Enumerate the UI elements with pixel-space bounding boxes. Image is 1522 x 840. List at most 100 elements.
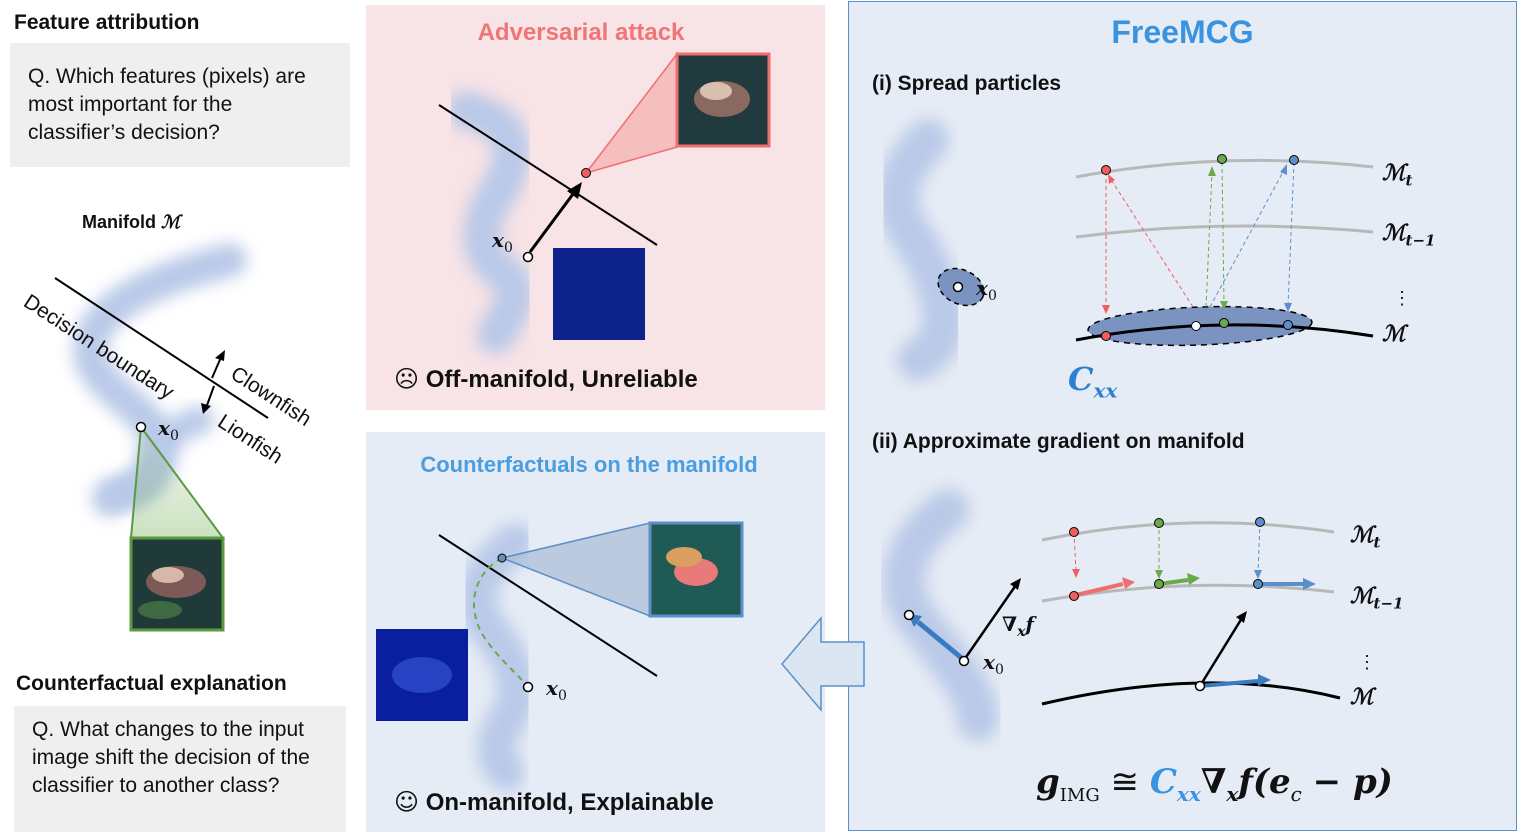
- smile-icon: ☺: [394, 788, 420, 816]
- bottom-point: [1194, 680, 1206, 692]
- manifold-t-1-label: ℳt−1: [1382, 220, 1435, 249]
- ellipsis-1: ⋮: [1393, 288, 1411, 308]
- c-symbol: C: [1068, 360, 1094, 398]
- adversarial-x0-label: x0: [492, 228, 513, 256]
- manifold-sub: t−1: [1373, 594, 1404, 613]
- grad-particle-green-t: [1154, 518, 1164, 528]
- x-symbol: x: [983, 650, 995, 674]
- x-sub: 0: [503, 240, 513, 256]
- counterfactuals-status: ☺ On-manifold, Explainable: [394, 788, 714, 817]
- eq-tail: − p): [1312, 762, 1393, 802]
- eq-nabla: ∇: [1200, 762, 1227, 802]
- adversarial-status-text: Off-manifold, Unreliable: [425, 366, 698, 393]
- x0-point: [135, 421, 147, 433]
- grad-manifold-t-label: ℳt: [1350, 522, 1380, 551]
- eq-ec-sub: c: [1290, 781, 1302, 806]
- frown-icon: ☹: [394, 365, 420, 393]
- manifold-label: ℳ: [1382, 321, 1406, 347]
- spread-particles-diagram: [876, 119, 1374, 381]
- ellipsis-2: ⋮: [1358, 652, 1376, 672]
- counter-target-point: [497, 553, 507, 563]
- spread-x0-label: x0: [976, 276, 997, 304]
- grad-manifold-t-1-label: ℳt−1: [1350, 583, 1403, 612]
- manifold-t-label: ℳt: [1382, 160, 1412, 189]
- f-symbol: f: [1025, 612, 1035, 636]
- manifold-symbol: ℳ: [1382, 160, 1406, 186]
- grad-f-label: ∇xf: [1002, 612, 1034, 640]
- manifold-label-text: Manifold: [82, 212, 156, 232]
- left-diagram: [54, 243, 269, 632]
- eq-g: g: [1036, 762, 1060, 802]
- eq-c-sub: xx: [1176, 781, 1201, 806]
- manifold-sub: t: [1373, 533, 1381, 552]
- eq-nabla-sub: x: [1226, 781, 1239, 806]
- particle-green-0: [1219, 318, 1229, 328]
- adversarial-zoom-cone: [584, 51, 678, 175]
- eq-c: C: [1149, 762, 1177, 802]
- nabla-symbol: ∇: [1002, 612, 1018, 636]
- counterfactuals-status-text: On-manifold, Explainable: [425, 789, 714, 816]
- left-pointing-arrow: [781, 615, 865, 713]
- counterfactual-question-text: Q. What changes to the input image shift…: [32, 718, 310, 797]
- x-symbol: x: [492, 228, 504, 252]
- adversarial-diagram: [438, 51, 771, 354]
- arrow-down: [205, 385, 215, 409]
- gradient-equation: gIMG ≅ Cxx∇xf(ec − p): [1036, 762, 1393, 806]
- manifold-t-1: [1075, 224, 1374, 239]
- manifold-0-2: [1041, 681, 1341, 706]
- grad-particle-green-t1: [1154, 579, 1164, 589]
- x-sub: 0: [994, 662, 1004, 678]
- particle-green-t: [1217, 154, 1227, 164]
- particle-blue-0: [1283, 320, 1293, 330]
- particle-red-0: [1101, 331, 1111, 341]
- grad-particle-blue-t: [1255, 517, 1265, 527]
- grad-particle-red-t: [1069, 527, 1079, 537]
- left-x0-label: x0: [158, 416, 179, 444]
- manifold-label: Manifold ℳ: [82, 212, 180, 233]
- counterfactual-question-box: Q. What changes to the input image shift…: [14, 706, 346, 832]
- adversarial-title: Adversarial attack: [477, 19, 685, 46]
- manifold-t-2: [1041, 521, 1335, 542]
- counter-x0-label: x0: [546, 676, 567, 704]
- decision-boundary-line: [54, 277, 269, 419]
- manifold-symbol: ℳ: [161, 212, 181, 233]
- particle-white-0: [1191, 321, 1201, 331]
- tangent-end-point: [903, 609, 915, 621]
- manifold-symbol: ℳ: [1350, 583, 1374, 609]
- counterfactuals-diagram: [376, 521, 744, 791]
- grad-particle-blue-t1: [1253, 579, 1263, 589]
- adversarial-x0-point: [522, 251, 534, 263]
- counterfactuals-title: Counterfactuals on the manifold: [420, 452, 758, 477]
- x-sub: 0: [987, 288, 997, 304]
- step-spread-particles: (i) Spread particles: [872, 72, 1062, 95]
- eq-g-sub: IMG: [1059, 784, 1100, 806]
- freemcg-title: FreeMCG: [1111, 14, 1254, 50]
- adversarial-arrow: [528, 189, 578, 253]
- x-symbol: x: [158, 416, 170, 440]
- counter-path: [473, 557, 527, 686]
- x-sub: 0: [557, 688, 567, 704]
- feature-question-text: Q. Which features (pixels) are most impo…: [28, 65, 306, 144]
- adversarial-boundary: [438, 104, 658, 246]
- particle-blue-t: [1289, 155, 1299, 165]
- eq-approx: ≅: [1110, 762, 1140, 802]
- manifold-symbol: ℳ: [1350, 522, 1374, 548]
- step-approximate-gradient: (ii) Approximate gradient on manifold: [872, 430, 1245, 453]
- gradient-x0-point: [958, 655, 970, 667]
- manifold-sub: t−1: [1405, 231, 1436, 250]
- counter-x0-point: [522, 681, 534, 693]
- feature-question-box: Q. Which features (pixels) are most impo…: [10, 43, 350, 167]
- counter-boundary: [438, 534, 658, 677]
- counterfactual-explanation-title: Counterfactual explanation: [16, 672, 287, 695]
- grad-manifold-label: ℳ: [1350, 684, 1374, 710]
- adversarial-target-point: [581, 168, 591, 178]
- x-sub: 0: [169, 428, 179, 444]
- grad-particle-red-t1: [1069, 591, 1079, 601]
- spread-x0-point: [952, 281, 964, 293]
- manifold-symbol: ℳ: [1382, 220, 1406, 246]
- eq-rest: f(e: [1238, 762, 1291, 802]
- feature-attribution-title: Feature attribution: [14, 11, 200, 34]
- particle-red-t: [1101, 165, 1111, 175]
- x-symbol: x: [976, 276, 988, 300]
- x-symbol: x: [546, 676, 558, 700]
